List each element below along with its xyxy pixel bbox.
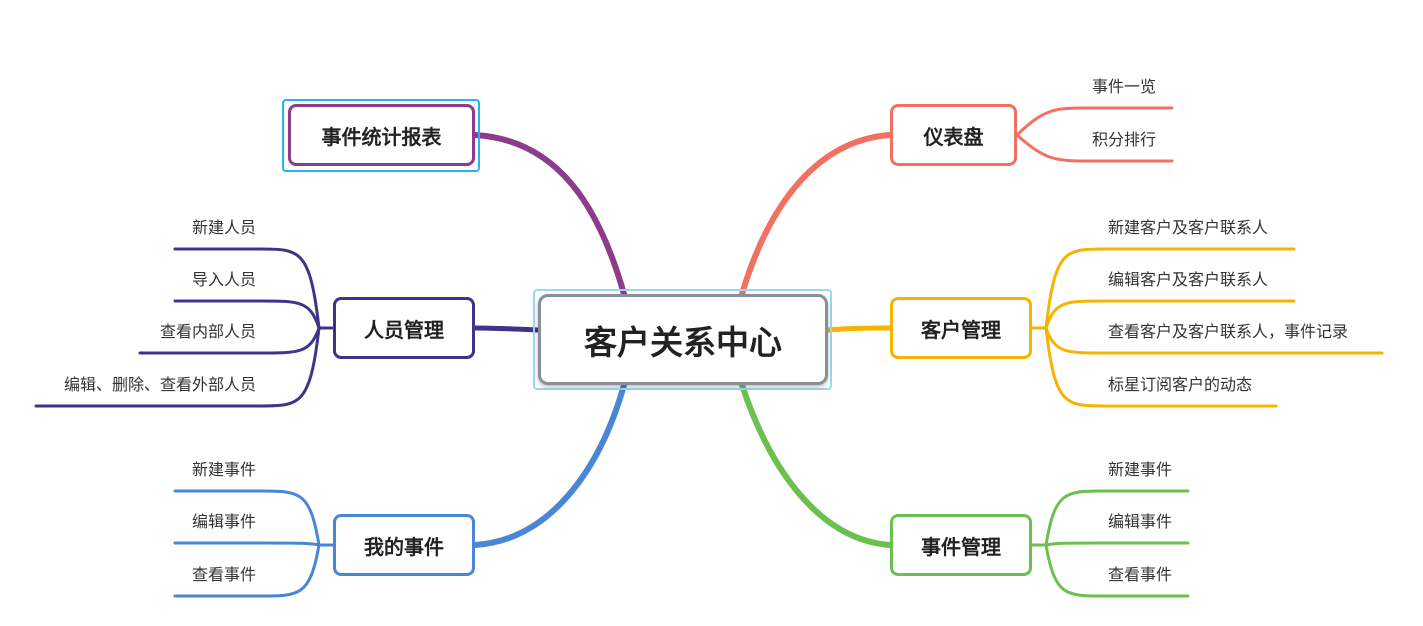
connector-customer xyxy=(825,325,893,333)
leaf-view-customer[interactable]: 查看客户及客户联系人，事件记录 xyxy=(1108,322,1349,341)
leaf-new-event[interactable]: 新建事件 xyxy=(1108,460,1173,479)
connector-leaf-people-0 xyxy=(173,247,335,330)
central-topic[interactable]: 客户关系中心 xyxy=(538,294,828,385)
connector-leaf-event-2 xyxy=(1030,543,1190,598)
topic-customer-management[interactable]: 客户管理 xyxy=(890,297,1032,359)
connector-report xyxy=(472,132,627,297)
connector-leaf-my-event-1 xyxy=(173,541,335,547)
leaf-view-internal[interactable]: 查看内部人员 xyxy=(159,322,256,341)
leaf-points-ranking[interactable]: 积分排行 xyxy=(1092,130,1157,149)
leaf-new-customer[interactable]: 新建客户及客户联系人 xyxy=(1108,218,1269,237)
leaf-star-customer[interactable]: 标星订阅客户的动态 xyxy=(1108,375,1253,394)
connector-leaf-points-ranking xyxy=(1015,133,1174,163)
topic-dashboard[interactable]: 仪表盘 xyxy=(890,104,1017,166)
connector-leaf-my-event-0 xyxy=(173,489,335,547)
connector-event-management xyxy=(739,382,893,548)
leaf-manage-external[interactable]: 编辑、删除、查看外部人员 xyxy=(63,375,256,394)
connector-leaf-people-3 xyxy=(34,326,335,408)
topic-people-management[interactable]: 人员管理 xyxy=(333,297,475,359)
connector-dashboard xyxy=(739,132,893,297)
leaf-edit-event[interactable]: 编辑事件 xyxy=(1108,512,1173,531)
leaf-my-edit-event[interactable]: 编辑事件 xyxy=(191,512,256,531)
connector-leaf-customer-3 xyxy=(1030,326,1278,408)
connector-leaf-event-1 xyxy=(1030,541,1190,547)
leaf-edit-customer[interactable]: 编辑客户及客户联系人 xyxy=(1108,270,1269,289)
leaf-my-new-event[interactable]: 新建事件 xyxy=(191,460,256,479)
leaf-my-view-event[interactable]: 查看事件 xyxy=(191,565,256,584)
connector-leaf-event-overview xyxy=(1015,106,1174,137)
connector-people xyxy=(472,325,541,333)
leaf-import-person[interactable]: 导入人员 xyxy=(191,270,256,289)
connector-leaf-customer-0 xyxy=(1030,247,1296,330)
connector-leaf-my-event-2 xyxy=(173,543,335,598)
leaf-view-event[interactable]: 查看事件 xyxy=(1108,565,1173,584)
topic-my-events[interactable]: 我的事件 xyxy=(333,514,475,576)
topic-event-management[interactable]: 事件管理 xyxy=(890,514,1032,576)
leaf-new-person[interactable]: 新建人员 xyxy=(191,218,256,237)
connector-leaf-event-0 xyxy=(1030,489,1190,547)
leaf-event-overview[interactable]: 事件一览 xyxy=(1092,77,1157,96)
connector-my-events xyxy=(472,382,627,548)
topic-report[interactable]: 事件统计报表 xyxy=(288,104,475,166)
